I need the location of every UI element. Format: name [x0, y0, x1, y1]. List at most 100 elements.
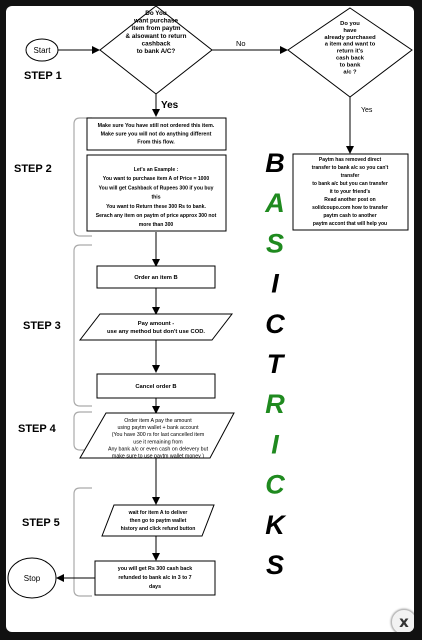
side-note-text: Paytm has removed direct transfer to bank…: [312, 157, 389, 227]
step3-bracket: [73, 244, 92, 407]
step-1-label: STEP 1: [24, 70, 62, 82]
final-text: you will get Rs 300 cash back refunded to…: [118, 566, 193, 590]
step4-bracket: [73, 411, 92, 451]
text-line: transfer to bank a/c so you can't: [312, 165, 389, 171]
text-line: transfer: [341, 173, 360, 179]
watermark-letter: R: [265, 389, 285, 419]
intro-box: [86, 117, 227, 151]
intro-text: Make sure You have still not ordered thi…: [98, 123, 215, 146]
text-line: paytm accont that will help you: [313, 221, 387, 227]
close-button[interactable]: x: [391, 609, 414, 632]
side-note-box: [292, 153, 409, 231]
cancel-b-text: Cancel order B: [135, 384, 176, 390]
watermark-letter: C: [265, 470, 285, 500]
stop-terminal: [7, 557, 57, 599]
text-line: cashback: [142, 40, 171, 47]
text-line: & alsowant to return: [126, 33, 187, 40]
text-line: a item and want to: [325, 42, 376, 48]
text-line: Order item A pay the amount: [124, 418, 192, 424]
watermark-letter: S: [266, 228, 284, 258]
wait-parallelogram: [101, 504, 215, 537]
start-terminal: [25, 38, 59, 62]
text-line: you will get Rs 300 cash back: [118, 566, 193, 572]
text-line: wait for item A to deliver: [128, 510, 188, 516]
order-b-box: [96, 265, 216, 289]
stop-label: Stop: [24, 574, 41, 583]
text-line: already purchased: [324, 35, 376, 41]
text-line: using paytm wallet + bank account: [117, 425, 199, 431]
text-line: use it remaining from: [133, 439, 183, 445]
text-line: more than 300: [139, 222, 174, 228]
watermark-letter: C: [265, 309, 285, 339]
text-line: Pay amount -: [138, 321, 174, 327]
wait-text: wait for item A to deliver then go to pay…: [121, 510, 196, 532]
decision-already-purchased: [287, 7, 413, 98]
final-box: [94, 560, 216, 596]
text-line: solidcoupo.com how to transfer: [312, 205, 388, 211]
watermark-letter: S: [266, 550, 284, 580]
watermark-letter: K: [265, 510, 287, 540]
text-line: refunded to bank a/c in 3 to 7: [118, 575, 191, 581]
text-line: Paytm has removed direct: [319, 157, 382, 163]
no-label: No: [236, 39, 246, 48]
watermark-letter: T: [267, 349, 286, 379]
text-line: Make sure You have still not ordered thi…: [98, 123, 215, 129]
watermark-letter: A: [264, 188, 285, 218]
step-4-label: STEP 4: [18, 423, 57, 435]
decision-purchase: [99, 6, 213, 95]
text-line: use any method but don't use COD.: [107, 329, 205, 335]
text-line: Do You: [145, 10, 167, 17]
text-line: Read another post on: [324, 197, 375, 203]
start-label: Start: [34, 46, 52, 55]
pay-text: Pay amount - use any method but don't use…: [107, 321, 205, 335]
example-box: [86, 154, 227, 232]
text-line: a/c ?: [343, 69, 357, 75]
text-line: Let's an Example :: [134, 167, 179, 173]
order-a-parallelogram: [79, 412, 235, 459]
watermark-letter: I: [271, 269, 279, 299]
watermark-letter: B: [265, 148, 285, 178]
text-line: history and click refund button: [121, 526, 196, 532]
text-line: to bank: [340, 62, 361, 68]
watermark-letter: I: [271, 429, 279, 459]
step-2-label: STEP 2: [14, 163, 52, 175]
text-line: You will get Cashback of Rupees 300 if y…: [99, 185, 214, 191]
text-line: Serach any item on paytm of price approx…: [96, 213, 217, 219]
yes-label-side: Yes: [361, 107, 373, 114]
text-line: make sure to use paytm wallet money ): [112, 454, 204, 460]
text-line: return it's: [337, 49, 364, 55]
text-line: to bank A/C?: [137, 48, 176, 55]
order-b-text: Order an item B: [134, 275, 178, 281]
text-line: have: [343, 28, 357, 34]
step-5-label: STEP 5: [22, 517, 60, 529]
text-line: Any bank a/c or even cash on delevery bu…: [108, 446, 209, 452]
pay-parallelogram: [78, 313, 234, 341]
text-line: paytm cash to another: [323, 213, 376, 219]
cancel-b-box: [96, 373, 216, 399]
close-icon: x: [399, 612, 409, 631]
text-line: this: [151, 195, 160, 201]
text-line: You want to Return these 300 Rs to bank.: [106, 204, 206, 210]
text-line: Do you: [340, 21, 360, 27]
text-line: want purchase: [133, 18, 179, 25]
text-line: (You have 300 rs for last cancelled item: [112, 432, 205, 438]
text-line: Make sure you will not do anything diffe…: [101, 131, 212, 137]
text-line: days: [149, 584, 161, 590]
step2-bracket: [73, 117, 92, 237]
text-line: it to your friend's: [330, 189, 371, 195]
yes-label-main: Yes: [161, 100, 179, 111]
example-text: Let's an Example : You want to purchase i…: [96, 167, 217, 228]
text-line: cash back: [336, 56, 365, 62]
text-line: then go to paytm wallet: [130, 518, 187, 524]
text-line: You want to purchase item A of Price = 1…: [103, 176, 210, 182]
text-line: to bank a/c but you can transfer: [312, 181, 388, 187]
text-line: item from paytm: [132, 25, 181, 32]
step5-bracket: [73, 487, 92, 597]
